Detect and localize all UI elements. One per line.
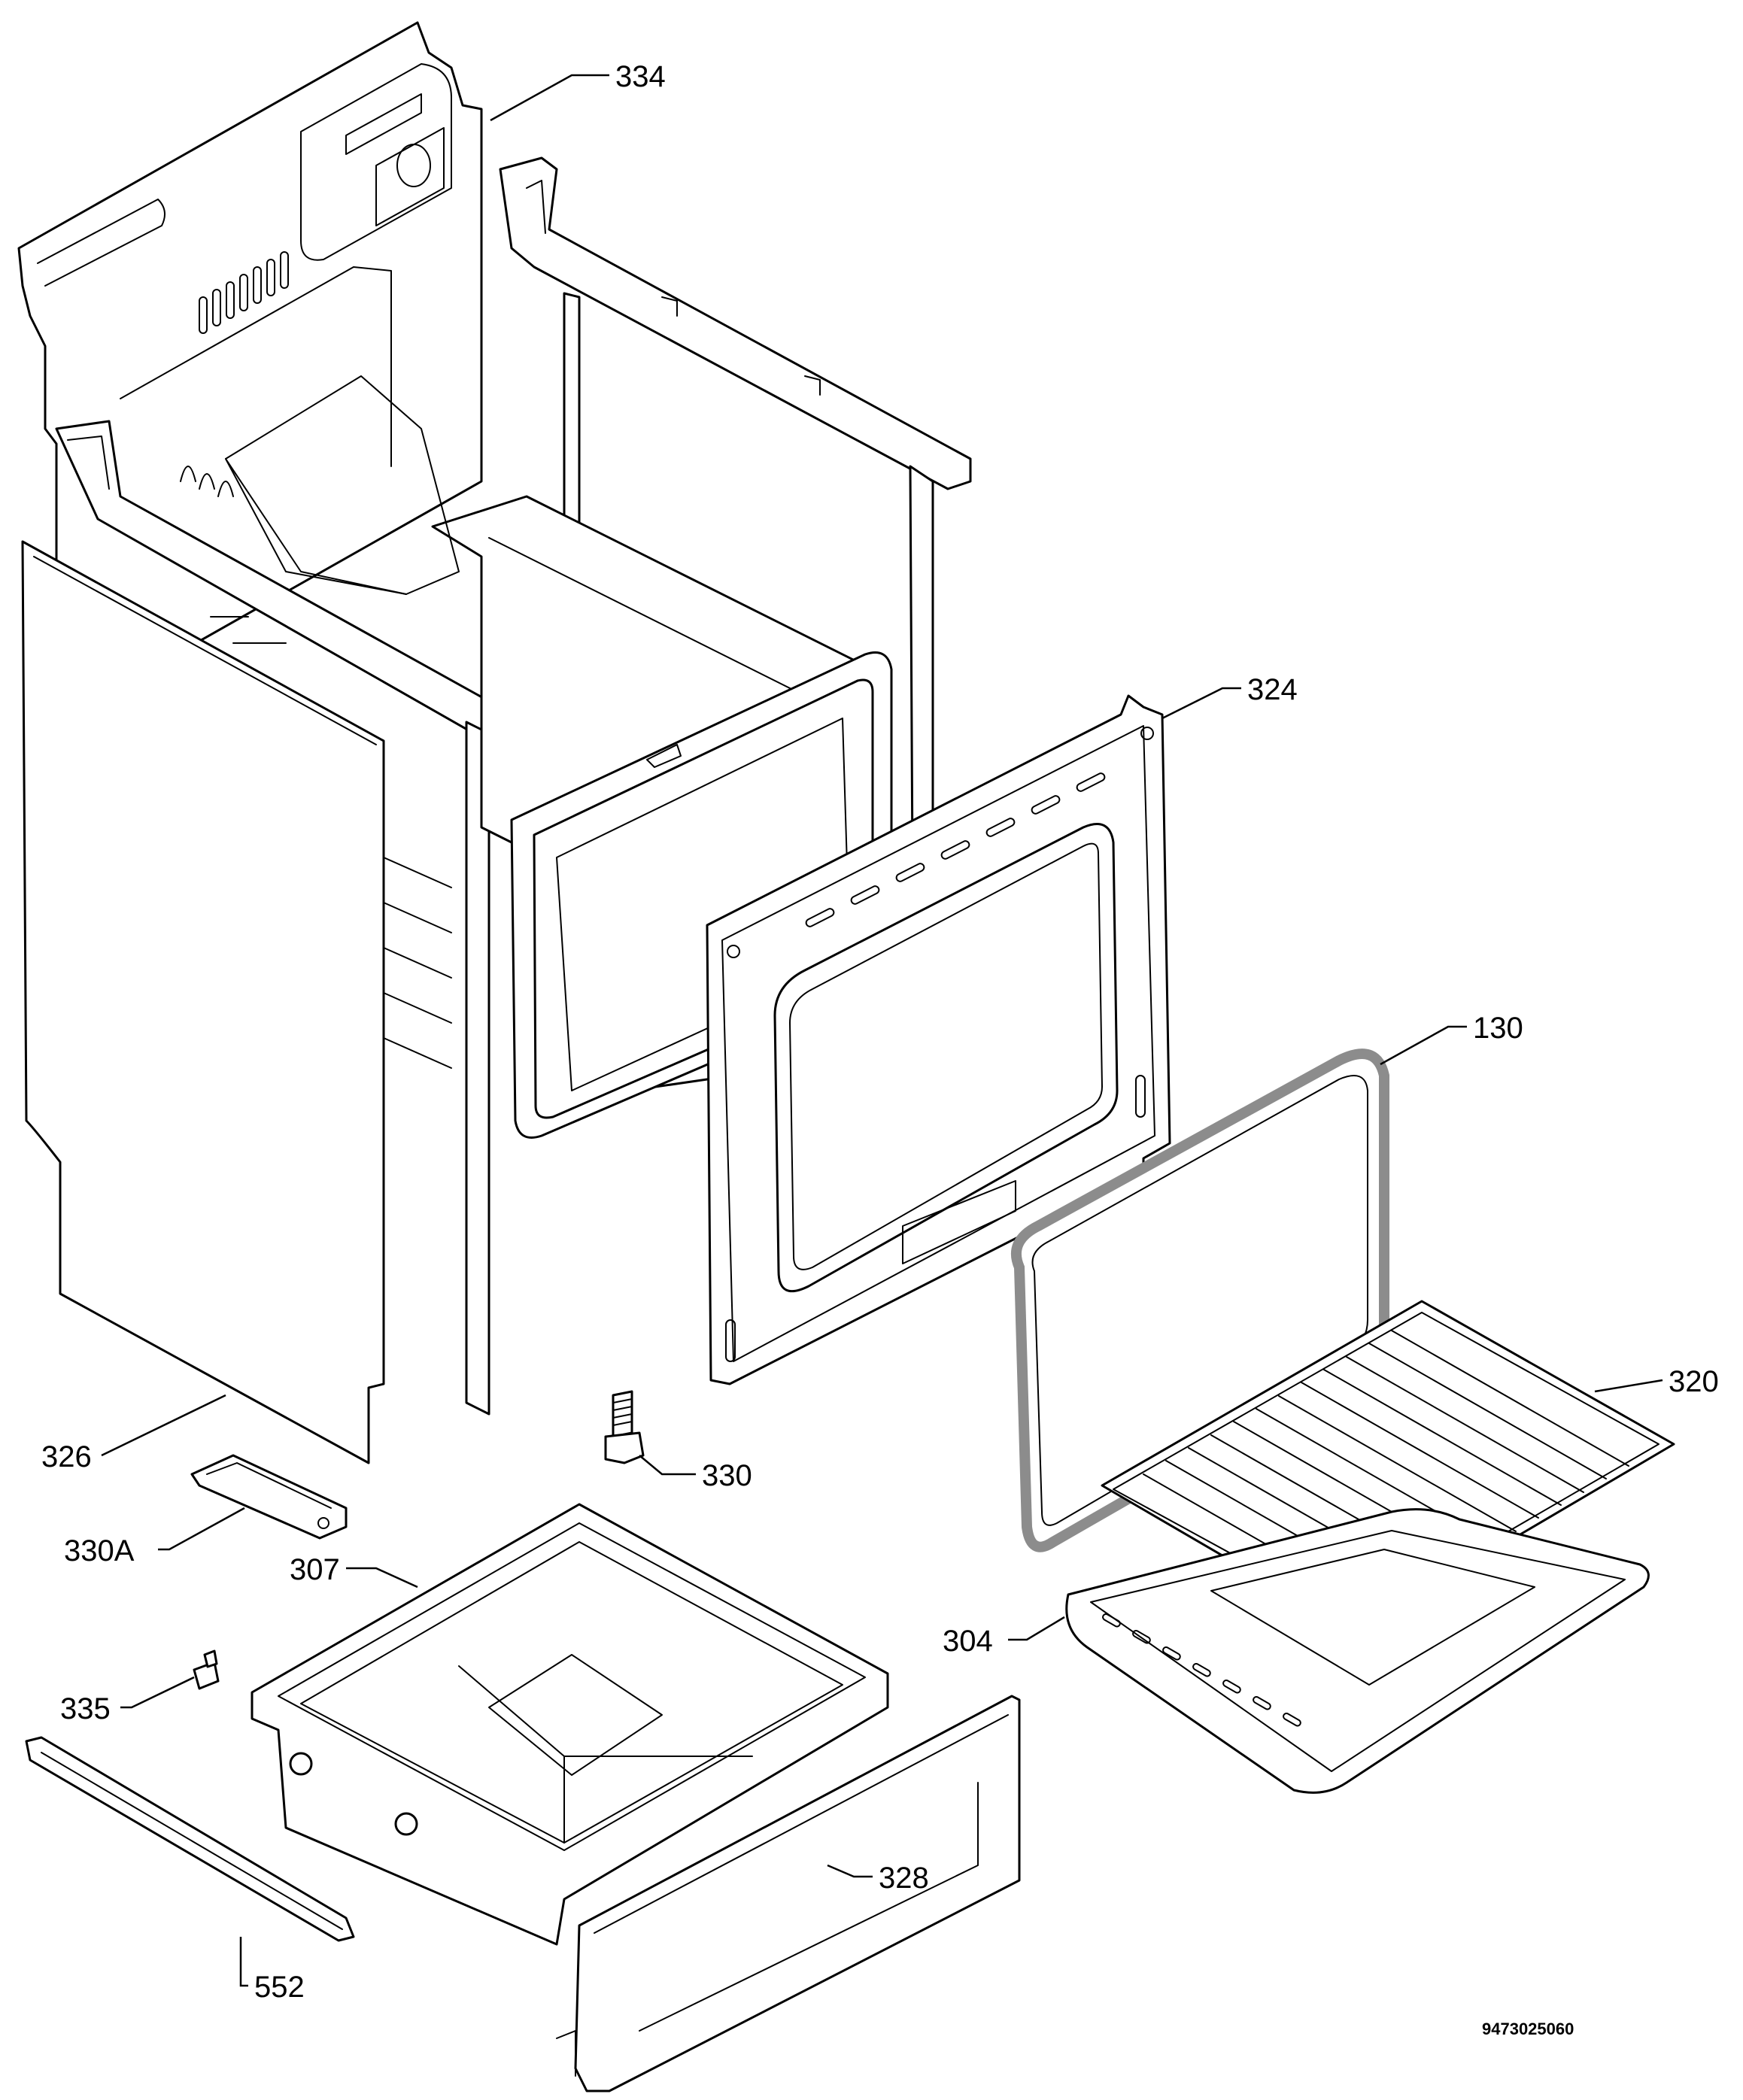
callout-328: 328	[879, 1862, 929, 1895]
leader-334	[490, 74, 609, 122]
small-screw-part	[193, 1649, 220, 1690]
callout-324: 324	[1247, 673, 1298, 706]
diagram-code: 9473025060	[1482, 2020, 1574, 2038]
leader-320	[1594, 1379, 1663, 1393]
leader-304	[1008, 1616, 1065, 1641]
foot-screw-part	[604, 1390, 645, 1464]
callout-330: 330	[702, 1459, 752, 1492]
rail-bar-part	[25, 1736, 355, 1942]
leader-307	[346, 1567, 418, 1589]
leader-330	[639, 1455, 696, 1476]
leader-330A	[158, 1507, 245, 1551]
callout-326: 326	[41, 1440, 92, 1473]
drip-tray-part	[1065, 1508, 1650, 1794]
callout-330A: 330A	[64, 1534, 135, 1567]
leader-130	[1380, 1025, 1467, 1066]
drawer-front-part	[556, 1695, 1021, 2092]
callout-labels: 334 324 130 320 326 330 330A 307 304 335…	[41, 60, 1719, 2038]
side-panel-part	[21, 540, 385, 1464]
callout-304: 304	[943, 1625, 993, 1658]
callout-307: 307	[290, 1553, 340, 1586]
callout-334: 334	[615, 60, 666, 93]
back-panel-part	[17, 21, 483, 724]
door-seal-part	[1011, 1048, 1389, 1552]
leader-328	[827, 1864, 873, 1878]
leader-326	[101, 1394, 226, 1457]
callout-552: 552	[254, 1971, 305, 2004]
leader-552	[239, 1937, 248, 1987]
leader-lines	[101, 74, 1663, 1987]
leader-324	[1161, 687, 1241, 720]
bracket-part	[190, 1454, 348, 1540]
callout-335: 335	[60, 1692, 111, 1725]
callout-130: 130	[1473, 1012, 1523, 1045]
callout-320: 320	[1669, 1365, 1719, 1398]
leader-335	[120, 1676, 195, 1709]
drawer-box-part	[251, 1503, 889, 1946]
